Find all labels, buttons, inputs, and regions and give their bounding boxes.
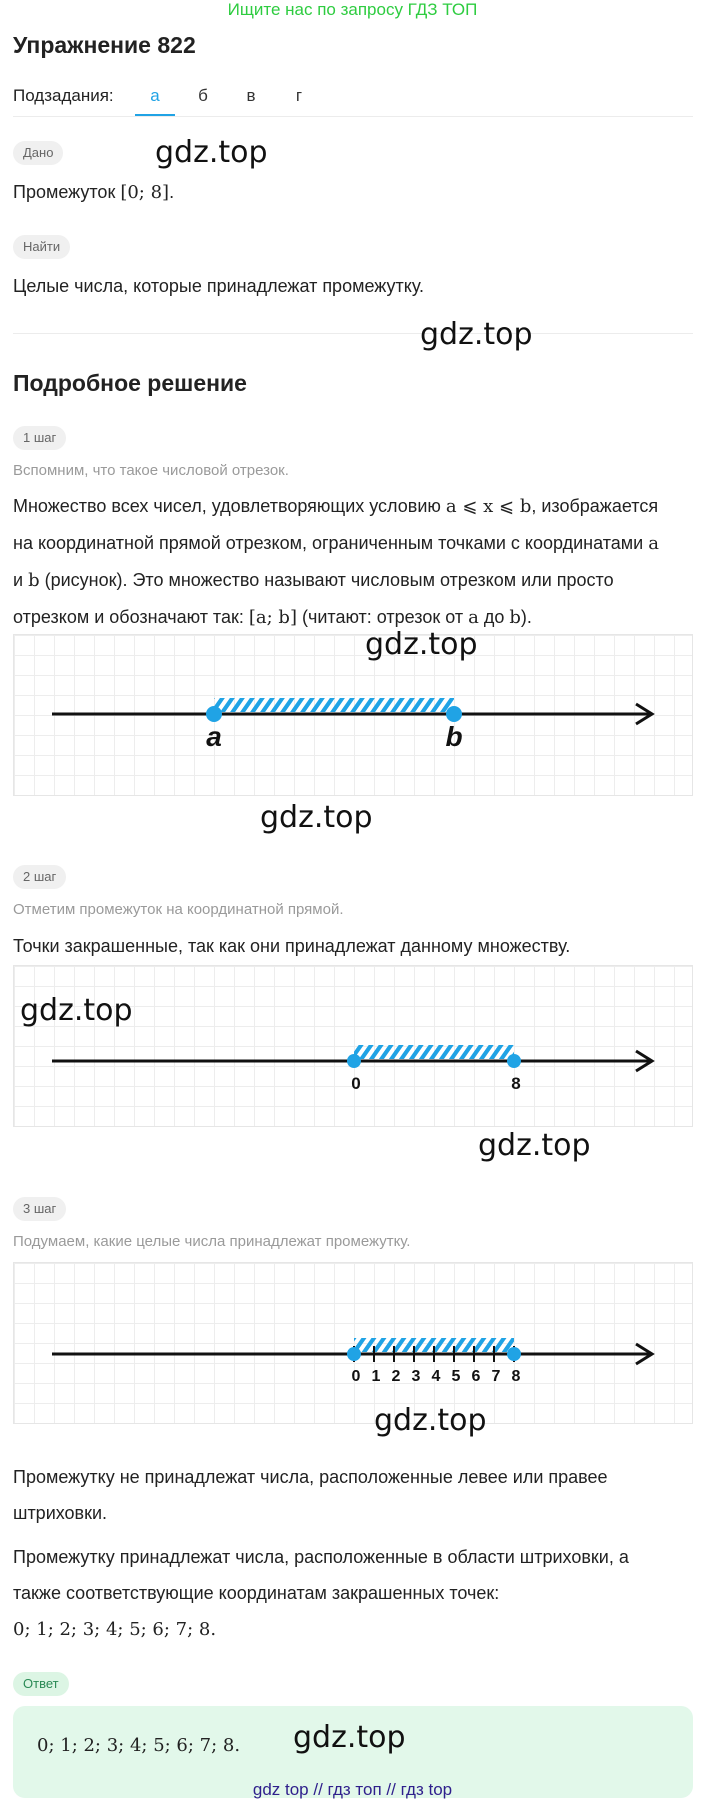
point-8 bbox=[507, 1054, 521, 1068]
tick-label: 3 bbox=[412, 1368, 421, 1385]
tick-label: 8 bbox=[512, 1368, 521, 1385]
given-text-prefix: Промежуток bbox=[13, 182, 121, 202]
number-line-0-8: 0 8 bbox=[52, 1045, 655, 1093]
tick-label: 7 bbox=[492, 1368, 501, 1385]
label-a: a bbox=[206, 721, 222, 752]
subtasks-label: Подзадания: bbox=[13, 86, 114, 105]
solution-title: Подробное решение bbox=[13, 370, 247, 396]
watermark: gdz.top bbox=[155, 135, 268, 170]
step2-figure: 0 8 bbox=[13, 965, 693, 1127]
step2-text: Точки закрашенные, так как они принадлеж… bbox=[13, 936, 571, 956]
given-text: Промежуток [0; 8]. bbox=[13, 174, 174, 211]
step3-para1-line2: штриховки. bbox=[13, 1503, 108, 1523]
watermark: gdz.top bbox=[20, 993, 133, 1028]
given-text-suffix: . bbox=[169, 182, 175, 202]
tabs-divider bbox=[13, 116, 693, 117]
label-0: 0 bbox=[351, 1074, 360, 1093]
given-chip: Дано bbox=[13, 141, 64, 165]
step3-para2-line2: также соответствующие координатам закраш… bbox=[13, 1583, 500, 1603]
point-0 bbox=[347, 1347, 361, 1361]
watermark: gdz.top bbox=[374, 1403, 487, 1438]
find-text: Целые числа, которые принадлежат промежу… bbox=[13, 276, 425, 296]
point-8 bbox=[507, 1347, 521, 1361]
point-a bbox=[206, 706, 222, 722]
point-b bbox=[446, 706, 462, 722]
step1-hint: Вспомним, что такое числовой отрезок. bbox=[13, 462, 289, 479]
watermark: gdz.top bbox=[260, 800, 373, 835]
find-chip: Найти bbox=[13, 235, 71, 259]
tick-label: 2 bbox=[392, 1368, 401, 1385]
given-interval: [0; 8] bbox=[120, 182, 170, 203]
step3-para1-line1: Промежутку не принадлежат числа, располо… bbox=[13, 1467, 608, 1487]
page-title: Упражнение 822 bbox=[13, 32, 196, 58]
answer-box bbox=[13, 1706, 693, 1798]
tab-g[interactable]: г bbox=[295, 86, 303, 105]
label-b: b bbox=[445, 721, 462, 752]
step1-line4: отрезком и обозначают так: [a; b] (читаю… bbox=[13, 607, 532, 628]
footer-link-2[interactable]: гдз топ bbox=[327, 1780, 382, 1799]
step2-chip: 2 шаг bbox=[13, 865, 67, 889]
divider bbox=[13, 333, 693, 334]
step3-para1: Промежутку не принадлежат числа, располо… bbox=[13, 1459, 608, 1531]
step1-chip: 1 шаг bbox=[13, 426, 67, 450]
step1-line1: Множество всех чисел, удовлетворяющих ус… bbox=[13, 496, 659, 517]
watermark: gdz.top bbox=[293, 1720, 406, 1755]
tick-label: 0 bbox=[352, 1368, 361, 1385]
step1-text: Множество всех чисел, удовлетворяющих ус… bbox=[13, 488, 703, 636]
tab-b[interactable]: б bbox=[198, 86, 208, 105]
point-0 bbox=[347, 1054, 361, 1068]
axis-arrow bbox=[635, 1049, 655, 1073]
axis-arrow bbox=[635, 702, 655, 726]
footer-sep-2: // bbox=[381, 1780, 401, 1799]
answer-text: 0; 1; 2; 3; 4; 5; 6; 7; 8. bbox=[37, 1735, 241, 1756]
tick-label: 4 bbox=[432, 1368, 441, 1385]
step3-para2-line1: Промежутку принадлежат числа, расположен… bbox=[13, 1547, 629, 1567]
tick-label: 6 bbox=[472, 1368, 481, 1385]
footer-sep-1: // bbox=[308, 1780, 328, 1799]
step1-figure: a b bbox=[13, 634, 693, 796]
step1-line3: и b (рисунок). Это множество называют чи… bbox=[13, 570, 614, 591]
footer-links: gdz top // гдз топ // гдз top bbox=[0, 1780, 705, 1800]
axis-arrow bbox=[635, 1342, 655, 1366]
footer-link-3[interactable]: гдз top bbox=[400, 1780, 453, 1799]
hatch-region bbox=[354, 1045, 514, 1059]
tick-label: 5 bbox=[452, 1368, 461, 1385]
step3-numbers: 0; 1; 2; 3; 4; 5; 6; 7; 8. bbox=[13, 1619, 217, 1640]
tab-v[interactable]: в bbox=[246, 86, 256, 105]
hatch-region bbox=[214, 698, 454, 712]
watermark: gdz.top bbox=[420, 317, 533, 352]
active-tab-indicator bbox=[135, 114, 175, 116]
footer-link-1[interactable]: gdz top bbox=[252, 1780, 309, 1799]
step1-line2: на координатной прямой отрезком, огранич… bbox=[13, 533, 659, 554]
number-line-ab: a b bbox=[52, 698, 655, 752]
watermark: gdz.top bbox=[365, 627, 478, 662]
tab-a[interactable]: а bbox=[150, 86, 160, 105]
step2-hint: Отметим промежуток на координатной прямо… bbox=[13, 901, 344, 918]
step3-para2: Промежутку принадлежат числа, расположен… bbox=[13, 1539, 629, 1611]
answer-chip: Ответ bbox=[13, 1672, 69, 1696]
step3-chip: 3 шаг bbox=[13, 1197, 67, 1221]
step3-hint: Подумаем, какие целые числа принадлежат … bbox=[13, 1233, 411, 1250]
top-banner[interactable]: Ищите нас по запросу ГДЗ ТОП bbox=[227, 0, 478, 19]
watermark: gdz.top bbox=[478, 1128, 591, 1163]
tick-label: 1 bbox=[372, 1368, 381, 1385]
label-8: 8 bbox=[511, 1074, 520, 1093]
